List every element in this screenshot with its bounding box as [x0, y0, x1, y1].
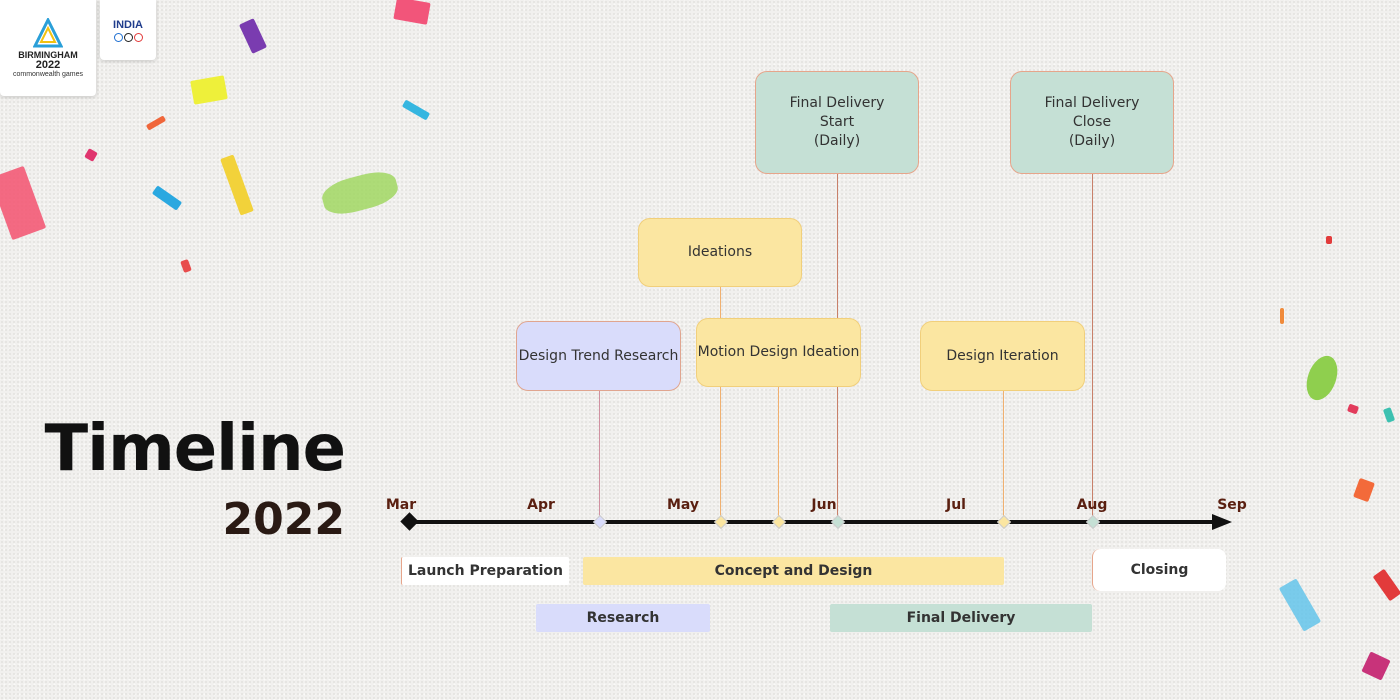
- milestone-label: Final Delivery Close (Daily): [1044, 95, 1140, 149]
- phase-research: Research: [536, 604, 710, 632]
- milestone-label: Final Delivery Start (Daily): [789, 95, 885, 149]
- confetti-decoration: [0, 165, 47, 241]
- milestone-design-iteration: Design Iteration: [920, 321, 1085, 391]
- marker-ideations: [713, 514, 729, 530]
- india-olympic-logo: INDIA: [100, 0, 156, 60]
- month-label: May: [666, 497, 700, 513]
- confetti-decoration: [1372, 568, 1400, 602]
- triangle-emblem-icon: [33, 17, 63, 47]
- milestone-label: Ideations: [687, 244, 753, 260]
- milestone-design-trend-research: Design Trend Research: [516, 321, 681, 391]
- milestone-label: Motion Design Ideation: [697, 344, 860, 360]
- month-label: Apr: [527, 497, 555, 513]
- confetti-decoration: [151, 185, 183, 211]
- month-label: Aug: [1076, 497, 1108, 513]
- logo-city: BIRMINGHAM: [18, 49, 78, 60]
- milestone-label: Design Iteration: [946, 347, 1059, 364]
- month-label: Mar: [385, 497, 417, 513]
- phase-label: Launch Preparation: [408, 563, 563, 579]
- stem-design-trend-research: [599, 391, 600, 521]
- logo-games: commonwealth games: [12, 70, 84, 78]
- confetti-decoration: [318, 166, 402, 220]
- axis-start-diamond-icon: [400, 512, 419, 531]
- milestone-label: Design Trend Research: [518, 347, 679, 364]
- confetti-decoration: [1300, 351, 1344, 405]
- page-subtitle-year: 2022: [222, 494, 345, 545]
- arrow-right-icon: [1212, 514, 1232, 530]
- marker-motion-design-ideation: [771, 514, 787, 530]
- marker-design-trend-research: [592, 514, 608, 530]
- confetti-decoration: [190, 75, 228, 105]
- phase-label: Concept and Design: [714, 563, 873, 579]
- confetti-decoration: [1326, 236, 1332, 244]
- confetti-decoration: [180, 258, 192, 274]
- month-label: Jul: [946, 497, 966, 513]
- logo-india-label: INDIA: [113, 18, 143, 31]
- marker-final-delivery-start: [830, 514, 846, 530]
- confetti-decoration: [238, 18, 268, 54]
- phase-label: Research: [586, 610, 660, 626]
- phase-label: Final Delivery: [906, 610, 1016, 626]
- confetti-decoration: [84, 148, 98, 162]
- timeline-axis: [410, 520, 1215, 524]
- confetti-decoration: [145, 115, 167, 131]
- confetti-decoration: [1346, 403, 1360, 415]
- confetti-decoration: [393, 0, 431, 25]
- confetti-decoration: [1278, 578, 1322, 632]
- page-title: Timeline: [44, 412, 346, 486]
- phase-closing: Closing: [1092, 549, 1226, 591]
- confetti-decoration: [1361, 651, 1391, 681]
- confetti-decoration: [1280, 308, 1284, 324]
- olympic-rings-icon: [113, 32, 143, 42]
- milestone-ideations: Ideations: [638, 218, 802, 287]
- marker-design-iteration: [996, 514, 1012, 530]
- stem-ideations: [720, 287, 721, 521]
- milestone-final-delivery-start: Final Delivery Start (Daily): [755, 71, 919, 174]
- marker-final-delivery-close: [1085, 514, 1101, 530]
- confetti-decoration: [1382, 407, 1396, 423]
- month-label: Jun: [811, 497, 837, 513]
- confetti-decoration: [1353, 477, 1375, 503]
- milestone-motion-design-ideation: Motion Design Ideation: [696, 318, 861, 387]
- confetti-decoration: [401, 99, 431, 121]
- phase-launch-preparation: Launch Preparation: [401, 557, 569, 585]
- stem-design-iteration: [1003, 391, 1004, 521]
- stem-final-delivery-close: [1092, 174, 1093, 521]
- stem-motion-design-ideation: [778, 387, 779, 521]
- phase-label: Closing: [1130, 562, 1189, 578]
- phase-concept-and-design: Concept and Design: [583, 557, 1004, 585]
- confetti-decoration: [220, 154, 254, 216]
- logo-year: 2022: [35, 58, 61, 71]
- phase-final-delivery: Final Delivery: [830, 604, 1092, 632]
- birmingham-2022-logo: BIRMINGHAM 2022 commonwealth games: [0, 0, 96, 96]
- milestone-final-delivery-close: Final Delivery Close (Daily): [1010, 71, 1174, 174]
- month-label: Sep: [1217, 497, 1247, 513]
